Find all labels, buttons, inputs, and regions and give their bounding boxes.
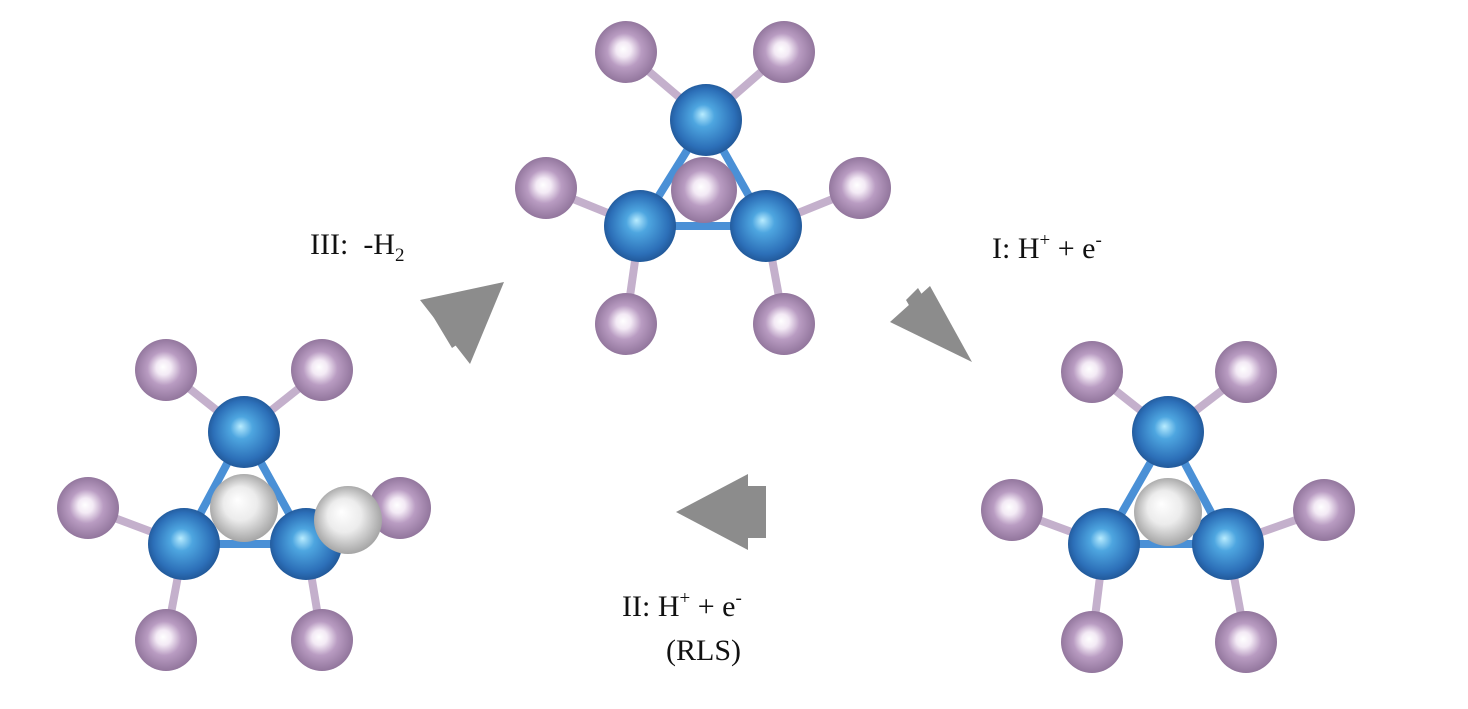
- ligand-atom: [595, 293, 657, 355]
- ligand-atom: [1061, 611, 1123, 673]
- ligand-atom: [753, 293, 815, 355]
- cluster-bare: [515, 21, 891, 355]
- arrow-step3: [420, 282, 504, 364]
- step3-numeral: III:: [310, 228, 349, 261]
- step2-electron-charge: -: [735, 588, 742, 609]
- step3-species: -H: [363, 228, 395, 261]
- metal-atom: [1068, 508, 1140, 580]
- step3-label: III: -H2: [310, 228, 404, 267]
- metal-atom: [730, 190, 802, 262]
- step3-subscript: 2: [394, 245, 405, 266]
- step1-species: H: [1017, 232, 1040, 265]
- ligand-atom: [515, 157, 577, 219]
- step1-label: I: H+ + e-: [992, 230, 1102, 267]
- metal-atom: [670, 84, 742, 156]
- ligand-atom: [291, 339, 353, 401]
- ligand-atom: [135, 609, 197, 671]
- step2-rls-note: (RLS): [666, 634, 741, 667]
- arrow-step1: [890, 286, 972, 362]
- hydrogen-atom: [210, 474, 278, 542]
- ligand-atom: [595, 21, 657, 83]
- step2-species: H: [657, 590, 680, 623]
- step2-plus: +: [697, 590, 715, 623]
- arrow-step2: [676, 474, 766, 550]
- ligand-atom: [753, 21, 815, 83]
- step1-electron: e: [1082, 232, 1096, 265]
- step2-numeral: II:: [622, 590, 651, 623]
- ligand-atom: [1061, 341, 1123, 403]
- step1-electron-charge: -: [1095, 230, 1102, 251]
- step2-electron: e: [722, 590, 736, 623]
- hydrogen-atom: [1134, 478, 1202, 546]
- step1-charge: +: [1039, 230, 1051, 251]
- metal-atom: [604, 190, 676, 262]
- metal-atom: [1192, 508, 1264, 580]
- ligand-atom: [671, 157, 737, 223]
- metal-atom: [148, 508, 220, 580]
- ligand-atom: [1215, 341, 1277, 403]
- ligand-atom: [981, 479, 1043, 541]
- ligand-atom: [291, 609, 353, 671]
- step1-plus: +: [1057, 232, 1075, 265]
- ligand-atom: [135, 339, 197, 401]
- step1-numeral: I:: [992, 232, 1011, 265]
- metal-atom: [1132, 396, 1204, 468]
- cluster-one-h: [981, 341, 1355, 673]
- hydrogen-atom: [314, 486, 382, 554]
- step2-label: II: H+ + e-: [622, 588, 742, 625]
- cluster-two-h: [57, 339, 431, 671]
- ligand-atom: [1293, 479, 1355, 541]
- step2-charge: +: [679, 588, 691, 609]
- ligand-atom: [1215, 611, 1277, 673]
- ligand-atom: [369, 477, 431, 539]
- ligand-atom: [57, 477, 119, 539]
- metal-atom: [208, 396, 280, 468]
- ligand-atom: [829, 157, 891, 219]
